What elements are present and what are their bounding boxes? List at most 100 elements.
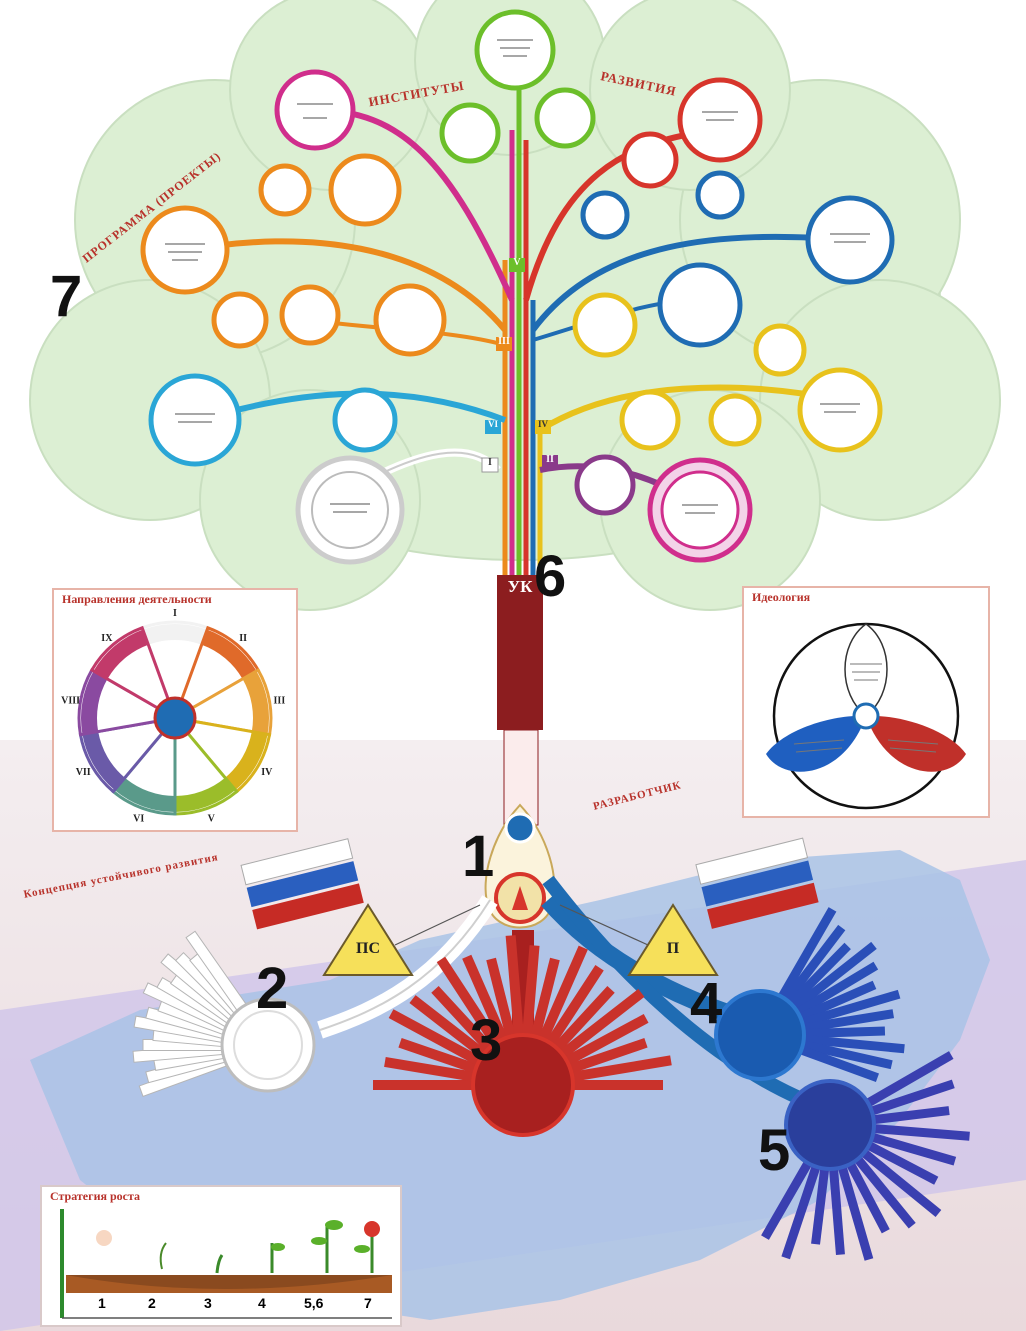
wheel-rim bbox=[242, 671, 269, 735]
ideology-petal-top bbox=[844, 623, 888, 717]
node-yellow-b bbox=[753, 323, 807, 377]
node-blue-b bbox=[695, 170, 745, 220]
triangle-right-code: П bbox=[666, 940, 680, 957]
wheel-rim bbox=[114, 777, 176, 812]
fan-ray bbox=[543, 965, 604, 1051]
trunk-upper bbox=[497, 575, 543, 730]
fan-ray bbox=[549, 985, 615, 1056]
node-5 bbox=[784, 1079, 876, 1171]
fan-ray bbox=[436, 956, 503, 1051]
node-yellow-big bbox=[797, 367, 883, 453]
arrow-left bbox=[394, 904, 481, 946]
fan-ray bbox=[409, 995, 491, 1062]
wheel-roman-label: VI bbox=[133, 814, 144, 825]
fan-ray bbox=[505, 935, 525, 1041]
triangle-right bbox=[627, 903, 719, 976]
fan-ray bbox=[811, 1164, 830, 1245]
node-orange-c bbox=[211, 291, 269, 349]
tag-iv bbox=[535, 420, 551, 434]
wheel-roman-label: VIII bbox=[61, 696, 80, 707]
stage-1: 1 bbox=[98, 1295, 106, 1311]
node-yellow-c bbox=[619, 389, 681, 451]
fan-ray bbox=[836, 1162, 874, 1261]
tree-crown bbox=[29, 0, 1001, 611]
wheel-roman-label: V bbox=[208, 814, 216, 825]
stage-5-6: 5,6 bbox=[304, 1295, 324, 1311]
fan-ray bbox=[555, 988, 645, 1062]
tag-label-iii: III bbox=[498, 336, 510, 347]
wheel-center-emblem bbox=[153, 696, 197, 740]
wheel-roman-label: III bbox=[274, 696, 286, 707]
node-orange-a bbox=[258, 163, 312, 217]
red-fan bbox=[373, 935, 672, 1090]
fan-ray bbox=[794, 980, 877, 1024]
tag-vi bbox=[485, 420, 501, 434]
fan-ray bbox=[431, 985, 497, 1056]
ideology-title: Идеология bbox=[752, 590, 811, 604]
wheel-roman-label: I bbox=[173, 608, 177, 619]
banner-stack-left bbox=[240, 838, 364, 930]
tag-label-ii: II bbox=[546, 454, 554, 465]
node-purple-a bbox=[574, 454, 636, 516]
wheel-roman-label: II bbox=[239, 633, 247, 644]
wheel-segment bbox=[89, 625, 170, 710]
tag-i bbox=[481, 457, 499, 473]
number-3: 3 bbox=[470, 1008, 503, 1073]
number-2: 2 bbox=[256, 956, 289, 1021]
fan-ray bbox=[462, 954, 510, 1046]
node-4 bbox=[714, 989, 806, 1081]
node-blue-big bbox=[805, 195, 895, 285]
node-green-top bbox=[474, 9, 556, 91]
number-1: 1 bbox=[462, 824, 495, 889]
white-fan bbox=[132, 930, 251, 1097]
fan-ray bbox=[566, 1055, 672, 1083]
number-4: 4 bbox=[690, 971, 723, 1036]
nodes bbox=[140, 9, 895, 565]
banner-stack-right bbox=[695, 837, 819, 929]
fan-ray bbox=[792, 961, 879, 1019]
node-text-lines bbox=[165, 39, 870, 514]
wheel-rim bbox=[82, 731, 126, 791]
fan-ray bbox=[776, 907, 837, 1003]
node-3 bbox=[471, 1033, 575, 1137]
fan-ray bbox=[568, 1080, 663, 1090]
wheel-roman-label: IX bbox=[101, 633, 113, 644]
tag-label-v: V bbox=[513, 257, 521, 268]
wheel-rim bbox=[142, 624, 208, 645]
stage-4: 4 bbox=[258, 1295, 266, 1311]
fan-ray bbox=[798, 1009, 895, 1034]
stage-2: 2 bbox=[148, 1295, 156, 1311]
fan-ray bbox=[858, 1146, 942, 1218]
node-yellow-d bbox=[708, 393, 762, 447]
fan-ray bbox=[797, 989, 901, 1029]
tag-label-vi: VI bbox=[487, 419, 498, 429]
directions-title: Направления деятельности bbox=[62, 592, 212, 606]
tag-v bbox=[509, 258, 525, 272]
fan-ray bbox=[796, 1044, 880, 1082]
stage-7: 7 bbox=[364, 1295, 372, 1311]
fan-ray bbox=[780, 924, 846, 1006]
fan-ray bbox=[529, 957, 560, 1043]
fan-ray bbox=[536, 945, 588, 1046]
growth-title: Стратегия роста bbox=[50, 1189, 141, 1203]
fan-ray bbox=[388, 1009, 486, 1068]
wheel-rim bbox=[224, 731, 268, 791]
fan-ray bbox=[869, 1106, 950, 1125]
node-orange-e bbox=[373, 283, 447, 357]
number-6: 6 bbox=[534, 544, 567, 609]
number-7: 7 bbox=[50, 264, 83, 329]
fan-ray bbox=[799, 1034, 905, 1054]
fan-ray bbox=[863, 1139, 939, 1185]
node-blue-c bbox=[657, 262, 743, 348]
fan-ray bbox=[799, 1026, 886, 1039]
growth-panel: Стратегия роста 1 2 3 4 5,6 7 bbox=[40, 1185, 402, 1327]
trunk-label: УК bbox=[507, 577, 533, 596]
wheel-rim bbox=[174, 777, 236, 812]
fan-ray bbox=[866, 1079, 955, 1117]
ideology-diagram bbox=[766, 622, 966, 810]
fan-ray bbox=[867, 1131, 957, 1166]
node-green-3 bbox=[439, 102, 501, 164]
wheel-roman-label: IV bbox=[261, 767, 273, 778]
fan-ray bbox=[828, 1164, 845, 1255]
